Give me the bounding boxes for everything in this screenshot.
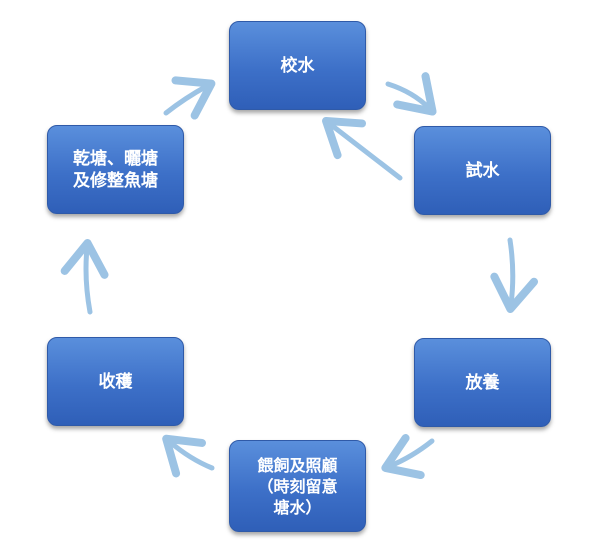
arrow-feed-to-harvest	[162, 434, 215, 478]
node-test-water: 試水	[414, 126, 551, 215]
arrow-test-to-calibrate	[322, 116, 403, 181]
node-drain-dry-repair-pond: 乾塘、曬塘 及修整魚塘	[47, 125, 184, 214]
arrow-calibrate-to-test	[385, 72, 437, 116]
node-stocking: 放養	[414, 338, 551, 427]
node-calibrate-water: 校水	[229, 21, 366, 110]
arrow-test-to-stock	[490, 237, 539, 313]
node-feeding-care: 餵飼及照顧 （時刻留意 塘水）	[229, 440, 366, 532]
node-harvest: 收穫	[47, 337, 184, 426]
arrow-harvest-to-drain	[60, 239, 109, 315]
arrow-stock-to-feed	[381, 434, 435, 480]
arrow-drain-to-calibrate	[163, 76, 216, 120]
